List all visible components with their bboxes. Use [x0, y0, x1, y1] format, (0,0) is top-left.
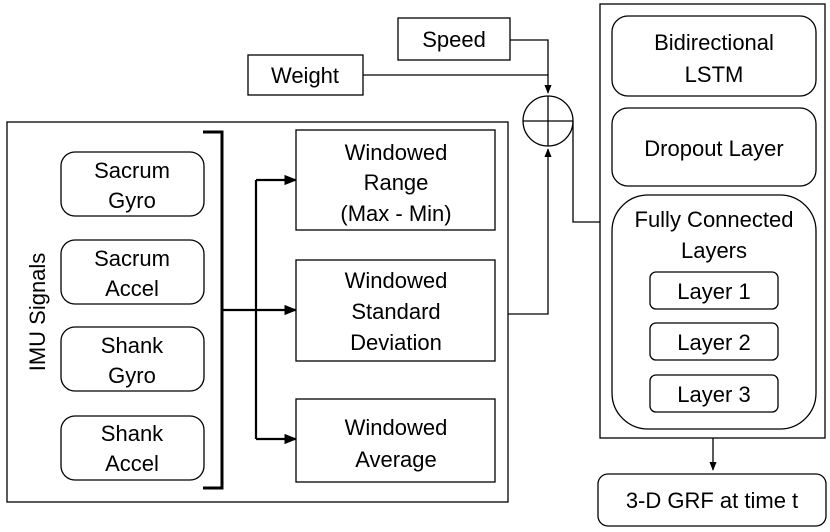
signal-line-2: Accel: [105, 451, 159, 476]
weight-input-box: Weight: [247, 54, 364, 96]
fc-layer-1: Layer 1: [649, 271, 779, 310]
feature-line-2: Average: [355, 447, 437, 472]
signal-line-2: Gyro: [108, 188, 156, 213]
signal-line-1: Sacrum: [94, 158, 170, 183]
feature-windowed-std: Windowed Standard Deviation: [295, 259, 496, 362]
fc-title-line-2: Layers: [681, 238, 747, 263]
speed-to-junction: [510, 39, 552, 94]
feature-line-1: Windowed: [345, 268, 448, 293]
output-box: 3-D GRF at time t: [597, 473, 827, 527]
imu-signal-sacrum-accel: Sacrum Accel: [60, 239, 205, 305]
feature-line-3: Deviation: [350, 330, 442, 355]
signal-line-1: Sacrum: [94, 246, 170, 271]
bilstm-line-2: LSTM: [685, 62, 744, 87]
concat-junction: [522, 95, 574, 147]
feature-windowed-range: Windowed Range (Max - Min): [295, 129, 496, 231]
fc-layer-label: Layer 3: [677, 382, 750, 407]
feature-line-2: Range: [364, 170, 429, 195]
bilstm-block: Bidirectional LSTM: [611, 15, 817, 97]
features-to-junction: [508, 148, 552, 315]
fc-layer-label: Layer 1: [677, 279, 750, 304]
signal-line-2: Gyro: [108, 363, 156, 388]
fc-title-line-1: Fully Connected: [635, 207, 794, 232]
imu-signal-sacrum-gyro: Sacrum Gyro: [60, 151, 205, 217]
fc-layer-label: Layer 2: [677, 330, 750, 355]
signal-line-2: Accel: [105, 276, 159, 301]
weight-label: Weight: [271, 63, 339, 88]
speed-label: Speed: [422, 27, 486, 52]
fc-layer-3: Layer 3: [649, 374, 779, 413]
feature-line-3: (Max - Min): [340, 201, 451, 226]
dropout-label: Dropout Layer: [644, 136, 783, 161]
bilstm-line-1: Bidirectional: [654, 30, 774, 55]
imu-signals-label: IMU Signals: [25, 253, 50, 372]
imu-signal-shank-gyro: Shank Gyro: [60, 326, 205, 392]
signal-line-1: Shank: [101, 333, 164, 358]
feature-line-2: Standard: [351, 299, 440, 324]
fully-connected-block: Fully Connected Layers Layer 1 Layer 2 L…: [611, 194, 817, 430]
signal-line-1: Shank: [101, 421, 164, 446]
speed-input-box: Speed: [397, 17, 511, 61]
dropout-block: Dropout Layer: [611, 107, 817, 187]
feature-windowed-average: Windowed Average: [295, 398, 496, 483]
feature-line-1: Windowed: [345, 140, 448, 165]
imu-signal-shank-accel: Shank Accel: [60, 415, 205, 481]
output-label: 3-D GRF at time t: [626, 488, 798, 513]
feature-line-1: Windowed: [345, 415, 448, 440]
fc-layer-2: Layer 2: [649, 322, 779, 361]
